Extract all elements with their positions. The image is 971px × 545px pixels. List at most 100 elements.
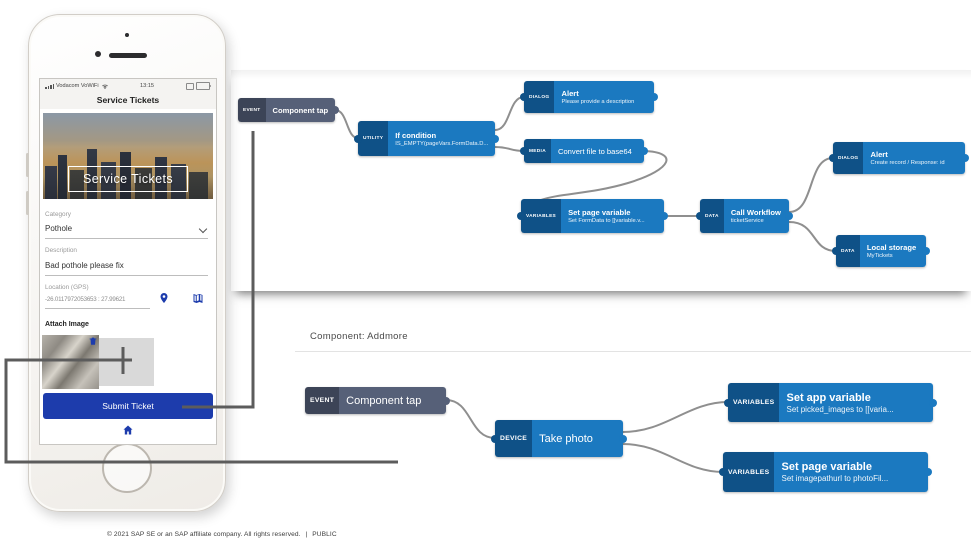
hero-image: Service Tickets: [43, 113, 213, 199]
node-title: Set page variable: [781, 461, 872, 473]
footer-separator: |: [305, 531, 308, 538]
category-underline: [45, 238, 208, 239]
node-kind-badge: MEDIA: [524, 139, 551, 163]
node-body: Set page variable Set imagepathurl to ph…: [774, 452, 928, 492]
flow-node-convert-base64[interactable]: MEDIA Convert file to base64: [520, 139, 648, 163]
node-title: If condition: [395, 130, 437, 140]
node-body: Call Workflow ticketService: [723, 199, 789, 233]
node-title: Set page variable: [568, 208, 631, 217]
node-title: Convert file to base64: [557, 146, 632, 156]
node-title: Take photo: [539, 432, 593, 445]
signal-bars-icon: [45, 83, 54, 89]
node-title: Component tap: [346, 394, 422, 407]
hero-title-frame: Service Tickets: [68, 166, 188, 192]
node-subtitle: ticketService: [730, 218, 764, 224]
addmore-divider: [295, 351, 971, 352]
page-title: Service Tickets: [96, 95, 160, 105]
add-image-placeholder[interactable]: [99, 338, 154, 386]
flow-node-if-condition[interactable]: UTILITY If condition IS_EMPTY(pageVars.F…: [354, 121, 499, 156]
clock: 13:15: [140, 83, 155, 89]
location-field[interactable]: -26.0117972053653 : 27.99621: [45, 296, 126, 303]
attached-photo-thumbnail[interactable]: [42, 335, 99, 389]
description-field[interactable]: Bad pothole please fix: [45, 261, 124, 270]
home-nav-icon[interactable]: [122, 424, 135, 436]
node-kind-badge: DEVICE: [495, 420, 533, 457]
location-underline: [45, 308, 150, 309]
node-subtitle: Set imagepathurl to photoFil...: [781, 474, 889, 483]
flow-node-local-storage[interactable]: DATA Local storage MyTickets: [832, 235, 930, 267]
node-body: Set page variable Set FormData to [[vari…: [561, 199, 664, 233]
location-label: Location (GPS): [45, 284, 89, 291]
node-body: Set app variable Set picked_images to [[…: [779, 383, 933, 422]
node-title: Call Workflow: [730, 208, 781, 217]
sensor-dot: [125, 33, 129, 37]
node-subtitle: MyTickets: [866, 253, 893, 259]
node-kind-badge: EVENT: [305, 387, 340, 414]
node-title: Alert: [870, 150, 888, 159]
flow-node-alert-description[interactable]: DIALOG Alert Please provide a descriptio…: [520, 81, 658, 113]
node-body: Component tap: [265, 98, 335, 122]
map-icon[interactable]: [192, 292, 204, 304]
app-screen: Vodacom VoWiFi 13:15 Service Tickets: [39, 78, 217, 445]
node-title: Alert: [561, 89, 579, 98]
node-body: Take photo: [532, 420, 623, 457]
copyright-text: © 2021 SAP SE or an SAP affiliate compan…: [107, 531, 301, 538]
earpiece-speaker: [109, 53, 147, 58]
node-body: Convert file to base64: [550, 139, 644, 163]
flow-node-alert-create-record[interactable]: DIALOG Alert Create record / Response: i…: [829, 142, 969, 174]
node-title: Component tap: [272, 105, 329, 115]
flow-node-addmore-component-tap[interactable]: EVENT Component tap: [305, 387, 450, 414]
flow-node-component-tap[interactable]: EVENT Component tap: [238, 98, 339, 122]
battery-icon: [195, 82, 211, 90]
node-kind-badge: DATA: [836, 235, 860, 267]
flow-node-take-photo[interactable]: DEVICE Take photo: [491, 420, 627, 457]
flow-node-set-app-variable[interactable]: VARIABLES Set app variable Set picked_im…: [724, 383, 937, 422]
footer: © 2021 SAP SE or an SAP affiliate compan…: [107, 531, 340, 538]
node-kind-badge: DIALOG: [833, 142, 864, 174]
category-label: Category: [45, 211, 71, 218]
chevron-down-icon[interactable]: [198, 224, 208, 234]
home-button[interactable]: [102, 443, 152, 493]
node-kind-badge: UTILITY: [358, 121, 389, 156]
flow-node-set-page-variable-imagepath[interactable]: VARIABLES Set page variable Set imagepat…: [719, 452, 932, 492]
hero-title: Service Tickets: [82, 172, 174, 186]
flow-node-call-workflow[interactable]: DATA Call Workflow ticketService: [696, 199, 793, 233]
node-subtitle: Set picked_images to [[varia...: [786, 404, 894, 414]
app-header: Vodacom VoWiFi 13:15 Service Tickets: [40, 79, 216, 109]
phone-mockup: Vodacom VoWiFi 13:15 Service Tickets: [26, 14, 226, 512]
category-select[interactable]: Pothole: [45, 224, 73, 233]
status-bar: Vodacom VoWiFi 13:15: [40, 80, 216, 92]
volume-button: [26, 153, 29, 177]
node-subtitle: Create record / Response: id: [870, 160, 945, 166]
node-kind-badge: VARIABLES: [728, 383, 780, 422]
node-body: Local storage MyTickets: [859, 235, 926, 267]
orientation-lock-icon: [185, 82, 194, 90]
wifi-icon: [101, 84, 108, 89]
node-body: Alert Create record / Response: id: [863, 142, 965, 174]
node-kind-badge: EVENT: [238, 98, 266, 122]
gps-pin-icon[interactable]: [158, 292, 170, 304]
node-title: Local storage: [866, 243, 917, 252]
node-body: Alert Please provide a description: [554, 81, 654, 113]
delete-photo-icon[interactable]: [88, 336, 98, 346]
node-subtitle: IS_EMPTY(pageVars.FormData.D...: [395, 140, 489, 147]
addmore-component-label: Component: Addmore: [310, 331, 408, 342]
node-kind-badge: VARIABLES: [723, 452, 775, 492]
node-subtitle: Please provide a description: [561, 99, 635, 105]
node-kind-badge: VARIABLES: [521, 199, 562, 233]
flow-node-set-page-variable[interactable]: VARIABLES Set page variable Set FormData…: [517, 199, 668, 233]
front-camera: [95, 51, 101, 57]
node-body: Component tap: [339, 387, 446, 414]
node-kind-badge: DIALOG: [524, 81, 555, 113]
submit-ticket-button[interactable]: Submit Ticket: [43, 393, 213, 419]
attach-image-label: Attach Image: [45, 321, 89, 328]
node-body: If condition IS_EMPTY(pageVars.FormData.…: [388, 121, 495, 156]
node-subtitle: Set FormData to [[variable.v...: [568, 218, 645, 224]
node-title: Set app variable: [786, 391, 871, 404]
volume-button: [26, 191, 29, 215]
node-kind-badge: DATA: [700, 199, 724, 233]
classification-label: PUBLIC: [312, 531, 337, 538]
description-underline: [45, 275, 208, 276]
carrier-label: Vodacom VoWiFi: [56, 83, 99, 89]
description-label: Description: [45, 247, 77, 254]
